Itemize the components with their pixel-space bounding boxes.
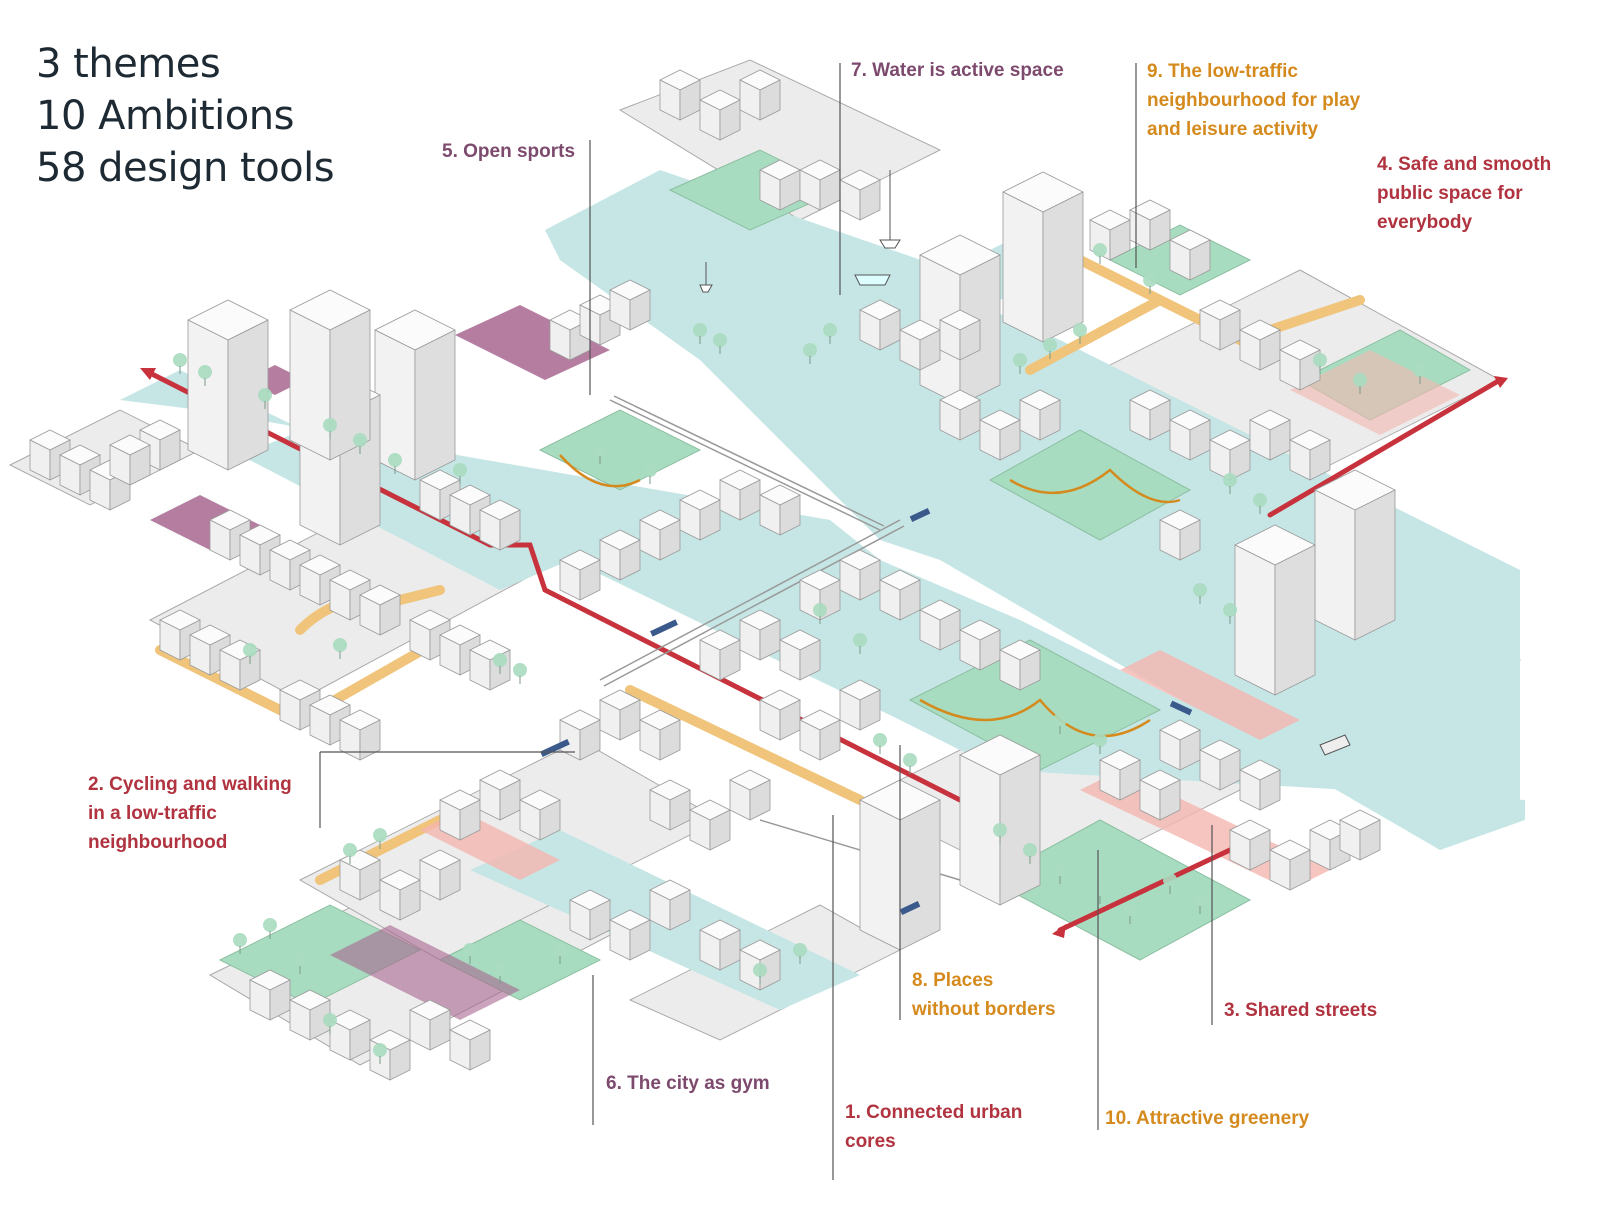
label-cycling-walking: 2. Cycling and walking in a low-traffic … [88, 770, 292, 857]
label-places-without-borders: 8. Places without borders [912, 966, 1056, 1024]
label-low-traffic-play-line1: 9. The low-traffic [1147, 61, 1298, 82]
headline-ambitions: 10 Ambitions [36, 93, 294, 139]
label-shared-streets: 3. Shared streets [1224, 996, 1377, 1025]
label-city-as-gym: 6. The city as gym [606, 1069, 770, 1098]
label-safe-public-space: 4. Safe and smooth public space for ever… [1377, 150, 1551, 237]
label-safe-public-space-line1: 4. Safe and smooth [1377, 154, 1552, 175]
label-cycling-walking-line1: 2. Cycling and walking [88, 774, 292, 795]
label-connected-urban-cores: 1. Connected urban cores [845, 1098, 1022, 1156]
label-open-sports-text: 5. Open sports [442, 141, 576, 162]
label-connected-urban-cores-line2: cores [845, 1131, 896, 1152]
headline-themes: 3 themes [36, 41, 221, 87]
label-places-without-borders-line1: 8. Places [912, 970, 994, 991]
leader-lines [319, 63, 1213, 1180]
label-safe-public-space-line2: public space for [1377, 183, 1523, 204]
headline: 3 themes 10 Ambitions 58 design tools [36, 38, 335, 194]
headline-design-tools: 58 design tools [36, 145, 335, 191]
label-cycling-walking-line3: neighbourhood [88, 832, 228, 853]
label-places-without-borders-line2: without borders [912, 999, 1056, 1020]
label-safe-public-space-line3: everybody [1377, 212, 1473, 233]
label-water-active-space: 7. Water is active space [851, 56, 1064, 85]
label-connected-urban-cores-line1: 1. Connected urban [845, 1102, 1023, 1123]
route-arrowheads [140, 368, 1508, 938]
label-cycling-walking-line2: in a low-traffic [88, 803, 217, 824]
label-attractive-greenery-text: 10. Attractive greenery [1105, 1108, 1310, 1129]
boats [699, 170, 1351, 756]
park-paths [559, 454, 1181, 738]
label-low-traffic-play-line3: and leisure activity [1147, 119, 1319, 140]
label-city-as-gym-text: 6. The city as gym [606, 1073, 770, 1094]
label-low-traffic-play: 9. The low-traffic neighbourhood for pla… [1147, 57, 1360, 144]
label-water-active-space-text: 7. Water is active space [851, 60, 1064, 81]
label-low-traffic-play-line2: neighbourhood for play [1147, 90, 1361, 111]
label-open-sports: 5. Open sports [442, 137, 575, 166]
label-attractive-greenery: 10. Attractive greenery [1105, 1104, 1309, 1133]
label-shared-streets-text: 3. Shared streets [1224, 1000, 1378, 1021]
